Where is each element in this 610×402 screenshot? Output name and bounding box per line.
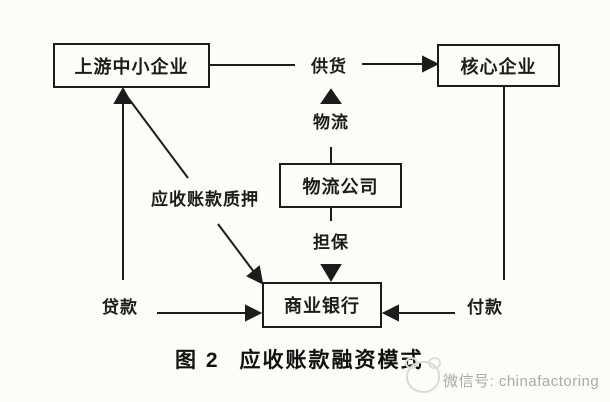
figure-caption: 图 2 应收账款融资模式 bbox=[175, 344, 424, 374]
edge-label-supply: 供货 bbox=[311, 57, 347, 76]
edge-label-logistics: 物流 bbox=[313, 113, 349, 132]
edge-label-payment: 付款 bbox=[467, 298, 503, 317]
edge-label-loan: 贷款 bbox=[102, 298, 138, 317]
guarantee-arrowhead bbox=[320, 264, 342, 282]
panda-doodle-icon bbox=[405, 357, 441, 393]
loan-horizontal-arrowhead bbox=[245, 304, 263, 322]
node-logistics-company: 物流公司 bbox=[279, 163, 402, 208]
pledge-arrowhead bbox=[246, 265, 264, 285]
edge-label-pledge: 应收账款质押 bbox=[151, 190, 259, 209]
node-upstream-sme-label: 上游中小企业 bbox=[74, 56, 189, 77]
node-commercial-bank-label: 商业银行 bbox=[284, 296, 360, 316]
watermark-text: 微信号: chinafactoring bbox=[443, 373, 600, 390]
node-commercial-bank: 商业银行 bbox=[262, 282, 382, 328]
node-core-enterprise: 核心企业 bbox=[437, 44, 560, 87]
payment-arrowhead bbox=[381, 304, 399, 322]
loan-up-arrowhead bbox=[113, 86, 133, 104]
figure-number: 图 2 bbox=[175, 349, 220, 372]
node-upstream-sme: 上游中小企业 bbox=[53, 43, 210, 88]
pledge-line-upper bbox=[128, 98, 189, 179]
node-core-enterprise-label: 核心企业 bbox=[460, 56, 537, 77]
logistics-up-arrowhead bbox=[320, 88, 342, 104]
supply-arrowhead bbox=[422, 55, 440, 73]
node-logistics-company-label: 物流公司 bbox=[302, 176, 379, 197]
figure-title: 应收账款融资模式 bbox=[239, 349, 424, 372]
pledge-line-lower bbox=[217, 223, 255, 273]
edge-label-guarantee: 担保 bbox=[313, 233, 349, 252]
